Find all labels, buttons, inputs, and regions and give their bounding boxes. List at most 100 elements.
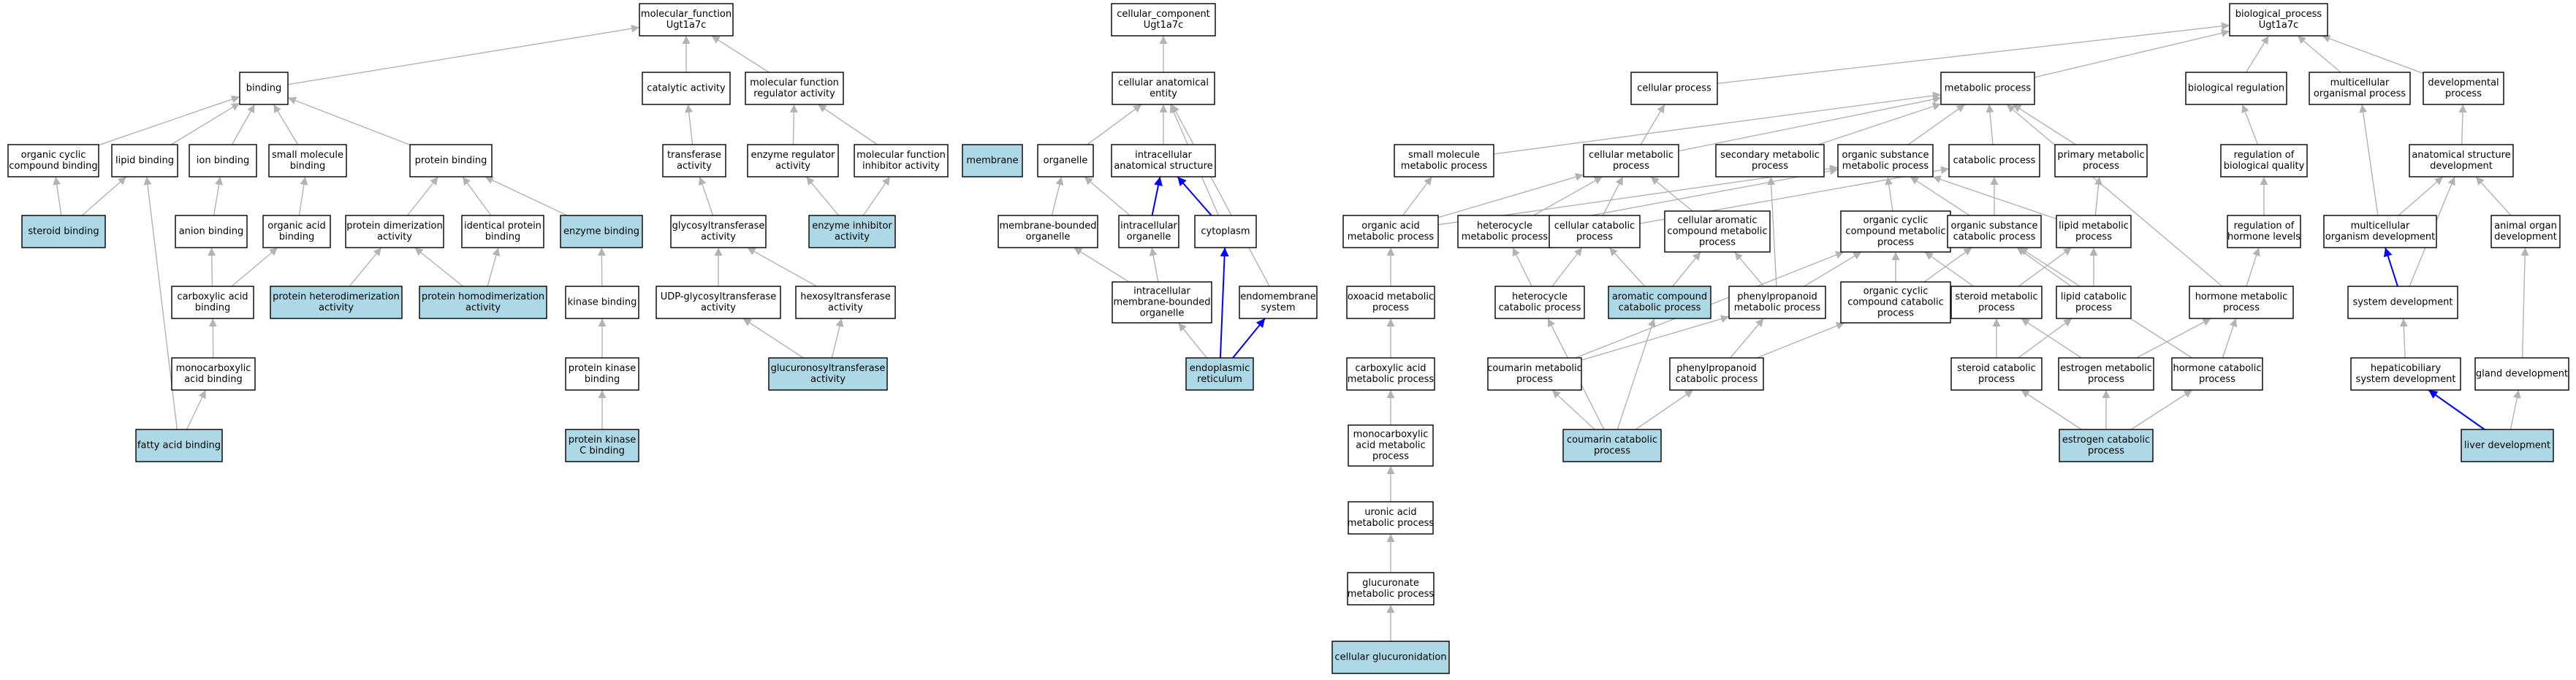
node-binding[interactable]: binding: [239, 72, 289, 105]
node-catproc[interactable]: catabolic process: [1948, 144, 2040, 177]
edge-cmp-to-metproc: [1678, 95, 1942, 152]
node-fab[interactable]: fatty acid binding: [135, 429, 223, 462]
node-protb[interactable]: protein binding: [409, 144, 493, 177]
node-ionb[interactable]: ion binding: [189, 144, 257, 177]
node-membrane[interactable]: membrane: [962, 144, 1023, 177]
node-label-line: activity: [377, 232, 412, 242]
node-cytoplasm[interactable]: cytoplasm: [1194, 215, 1257, 248]
node-organelle[interactable]: organelle: [1037, 144, 1094, 177]
edge-imbo-to-ico: [1149, 247, 1159, 283]
node-anionb[interactable]: anion binding: [175, 215, 248, 248]
node-steroidb[interactable]: steroid binding: [21, 215, 106, 248]
node-box: [670, 215, 767, 248]
node-box: [768, 357, 888, 391]
node-glanddev[interactable]: gland development: [2474, 357, 2569, 391]
node-lipidb[interactable]: lipid binding: [111, 144, 178, 177]
node-metproc[interactable]: metabolic process: [1940, 72, 2035, 105]
node-label-line: process: [1576, 232, 1613, 242]
node-enzb[interactable]: enzyme binding: [560, 215, 643, 248]
node-sysdev[interactable]: system development: [2347, 286, 2458, 319]
node-label-line: reticulum: [1197, 374, 1242, 385]
node-catalytic[interactable]: catalytic activity: [642, 72, 731, 105]
edge-steroidb-to-occb: [53, 176, 62, 216]
edge-catproc-to-metproc: [1986, 104, 1994, 145]
node-liverdev[interactable]: liver development: [2461, 429, 2554, 462]
node-cellproc[interactable]: cellular process: [1630, 72, 1718, 105]
node-bioreg[interactable]: biological regulation: [2185, 72, 2287, 105]
node-kinb[interactable]: kinase binding: [565, 286, 639, 319]
node-cglucu[interactable]: cellular glucuronidation: [1331, 641, 1450, 674]
node-label-line: process: [1516, 374, 1553, 385]
